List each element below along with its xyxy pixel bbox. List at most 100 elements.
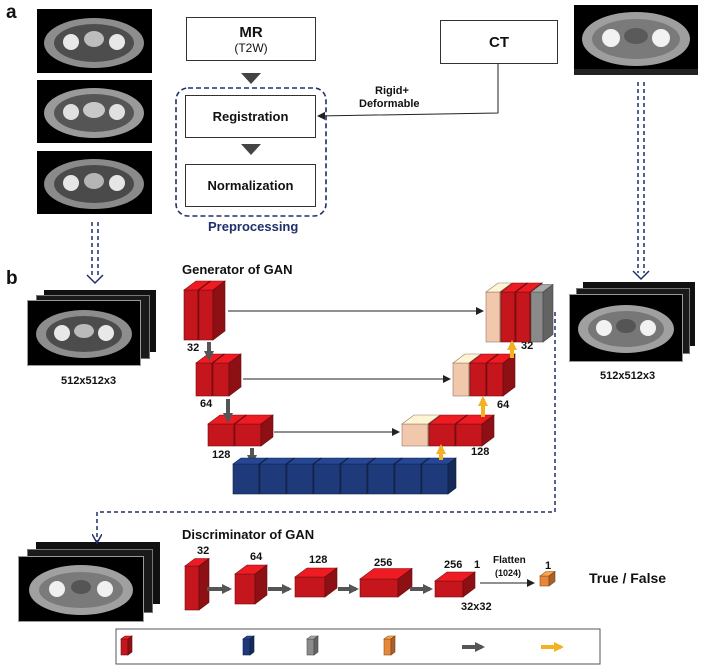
ct-to-output-arrow-head [632, 270, 650, 281]
input-stack-front [27, 300, 141, 366]
mr-subtitle: (T2W) [234, 40, 268, 55]
ct-title: CT [489, 33, 509, 51]
legend-tanh-swatch [306, 635, 319, 656]
deconv-arrow-2-head [478, 396, 488, 406]
mr-box: MR (T2W) [186, 17, 316, 61]
mr-scan-1 [37, 9, 152, 73]
maxpool-arrow-3-head [247, 455, 257, 465]
disc-pool-arrow-4-head [423, 584, 433, 594]
disc-block-256b [434, 571, 476, 598]
enc-label-64: 64 [200, 398, 213, 410]
ct-scan [574, 5, 698, 75]
input-size-label: 512x512x3 [61, 375, 117, 387]
dec-label-128: 128 [471, 446, 490, 458]
maxpool-arrow-1-head [204, 351, 214, 361]
enc-block-128a [207, 414, 247, 447]
ct-box: CT [440, 20, 558, 64]
dec-block-32b [515, 282, 543, 343]
dec-skip-64 [452, 353, 482, 397]
disc-pool-arrow-2-head [282, 584, 292, 594]
mr-scan-2 [37, 80, 152, 143]
legend-conv-swatch [120, 635, 133, 656]
rigid-label: Rigid+ [375, 85, 409, 97]
disc-block-64 [234, 564, 268, 605]
enc-block-128b [234, 414, 274, 447]
residual-block-2 [259, 457, 295, 495]
sigmoid-block [539, 570, 556, 587]
generator-title: Generator of GAN [182, 262, 293, 277]
residual-block-4 [313, 457, 349, 495]
residual-block-8 [421, 457, 457, 495]
flatten-size-label: (1024) [495, 568, 522, 578]
dec-block-64b [486, 353, 516, 397]
dec-block-64a [469, 353, 499, 397]
dec-label-64: 64 [497, 399, 510, 411]
legend-sigmoid-swatch [383, 635, 396, 656]
residual-block-3 [286, 457, 322, 495]
legend-maxpool-text-2: Pooling [489, 649, 522, 659]
normalization-box: Normalization [185, 164, 316, 207]
enc-label-32: 32 [187, 342, 200, 354]
legend-tanh-text: tanh( ) [321, 642, 349, 652]
disc-block-256a [359, 567, 413, 598]
disc-block-128 [294, 567, 338, 598]
dec-block-32a [500, 282, 528, 343]
output-size-label: 512x512x3 [600, 370, 656, 382]
disc-label-256b: 256 [444, 559, 463, 571]
registration-label: Registration [212, 109, 289, 124]
disc-label-64: 64 [250, 551, 263, 563]
legend-residual-swatch [242, 635, 255, 656]
legend-residual-text-2: Block [257, 649, 282, 659]
legend-deconv-arrow-head [554, 642, 564, 652]
disc-pool-arrow-1-head [222, 584, 232, 594]
flatten-label: Flatten [493, 555, 526, 566]
enc-block-64b [212, 353, 242, 397]
enc-block-32b [198, 280, 226, 341]
output-stack-front [569, 294, 683, 362]
true-false-label: True / False [589, 570, 667, 586]
legend-conv-text-2: + Batch Norm [133, 649, 192, 659]
generator-to-discriminator-connector [97, 312, 556, 542]
panel-label-a: a [6, 2, 17, 23]
dec-skip-32 [485, 282, 513, 343]
panel-label-b: b [6, 268, 18, 289]
discriminator-title: Discriminator of GAN [182, 527, 315, 542]
residual-block-6 [367, 457, 403, 495]
disc-label-128: 128 [309, 554, 328, 566]
deformable-label: Deformable [359, 98, 420, 110]
mr-title: MR [239, 23, 263, 41]
legend-deconv-text: Deconv [567, 642, 600, 652]
disc-label-1: 1 [474, 559, 481, 571]
disc-label-256a: 256 [374, 557, 393, 569]
dec-block-128a [428, 414, 468, 447]
preprocessing-label: Preprocessing [208, 219, 299, 234]
registration-box: Registration [185, 95, 316, 138]
residual-block-5 [340, 457, 376, 495]
legend-conv-text-1: 2D Conv + ReLu [133, 637, 203, 647]
dec-block-128b [455, 414, 495, 447]
legend-residual-text-1: Residual [257, 637, 295, 647]
disc-pool-arrow-3-head [349, 584, 359, 594]
deconv-arrow-1-head [436, 444, 446, 454]
output-one-label: 1 [545, 560, 552, 572]
residual-block-1 [232, 457, 268, 495]
deconv-arrow-3-head [507, 340, 517, 350]
normalization-label: Normalization [207, 178, 294, 193]
enc-block-64a [195, 353, 225, 397]
maxpool-arrow-2-head [223, 413, 233, 423]
dec-label-32: 32 [521, 340, 534, 352]
disc-label-32: 32 [197, 545, 210, 557]
residual-block-7 [394, 457, 430, 495]
legend-sigmoid-text: sigmoid ( ) [398, 642, 444, 652]
mr-to-input-arrow-head [86, 274, 104, 285]
legend-maxpool-arrow-head [475, 642, 485, 652]
arrow-mr-to-registration [241, 73, 261, 84]
disc-block-32 [184, 557, 210, 611]
arrow-registration-to-normalization [241, 144, 261, 155]
mr-scan-3 [37, 151, 152, 214]
legend-maxpool-text-1: Max [497, 637, 515, 647]
disc-size-label: 32x32 [461, 601, 492, 613]
enc-block-32a [183, 280, 211, 341]
tanh-block [530, 283, 554, 343]
